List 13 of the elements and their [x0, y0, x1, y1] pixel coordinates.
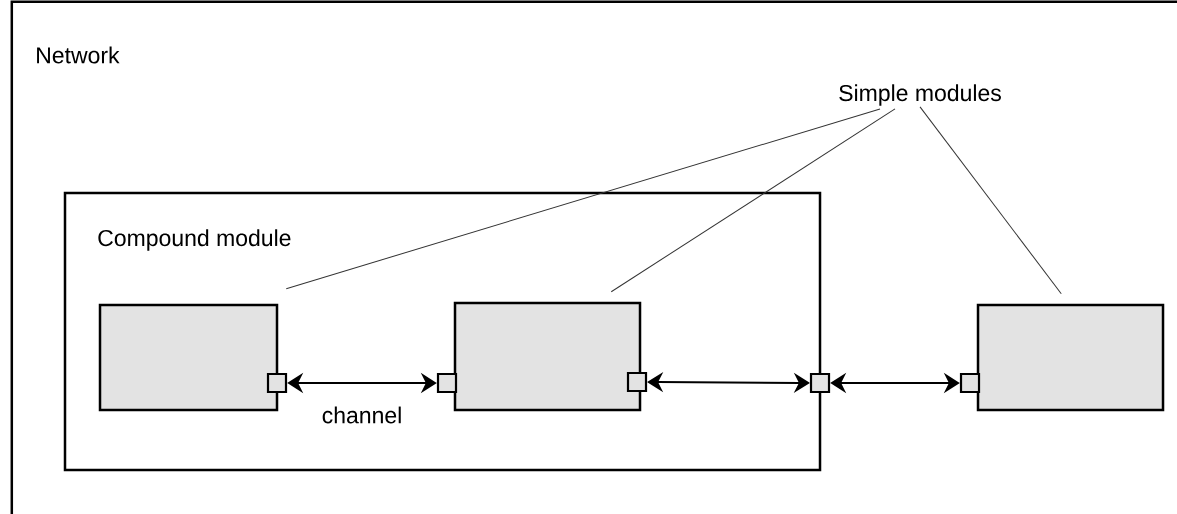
edge-label: channel — [322, 406, 401, 424]
port-square — [959, 372, 981, 394]
module-box — [98, 303, 279, 412]
leader-line — [919, 106, 1062, 295]
port-square — [266, 372, 288, 394]
module-box — [976, 303, 1165, 412]
port-square — [626, 371, 648, 393]
annotation-text: Simple modules — [839, 84, 1001, 106]
leader-line — [610, 108, 896, 293]
port-square — [436, 372, 458, 394]
module-box — [453, 301, 642, 412]
port-square — [809, 372, 831, 394]
leader-line — [285, 108, 881, 290]
